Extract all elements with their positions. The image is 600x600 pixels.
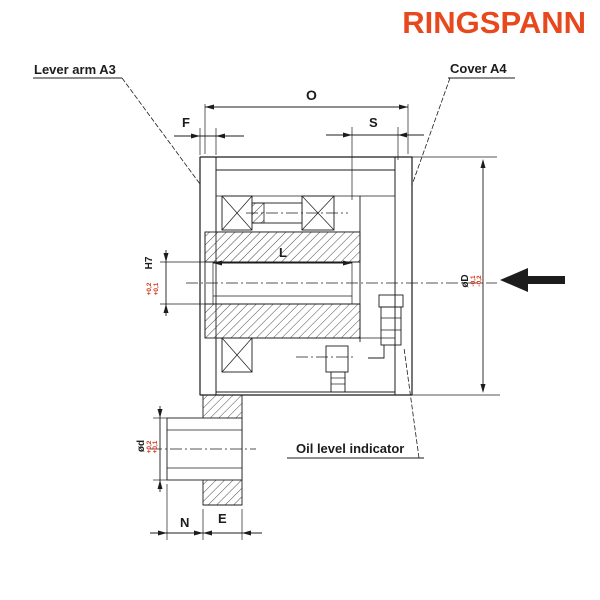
lever-arm-label: Lever arm A3 (34, 62, 116, 77)
outer-tolerance: -0,2 (476, 275, 483, 287)
bolt (246, 202, 348, 224)
shaft-section (150, 417, 256, 481)
housing-cavity (360, 196, 395, 342)
dim-bore: H7 +0,2 +0,1 (144, 250, 205, 316)
callout-oil-level: Oil level indicator (287, 347, 424, 459)
outer-tolerance: -0,1 (470, 275, 477, 287)
dim-O: O (204, 87, 409, 154)
dim-label-L: L (279, 245, 287, 260)
dim-label-E: E (218, 511, 227, 526)
dim-shaft-diameter: ød +0,2 +0,1 (136, 406, 167, 492)
shaft-tolerance: +0,2 (146, 440, 153, 453)
callout-cover: Cover A4 (411, 61, 515, 186)
bore-tolerance: +0,1 (153, 282, 160, 295)
dim-label-O: O (306, 87, 317, 103)
dim-outer-diameter: øD -0,1 -0,2 (412, 156, 500, 396)
oil-level-label: Oil level indicator (296, 441, 404, 456)
dim-label-S: S (369, 115, 378, 130)
oil-pipe (368, 345, 385, 359)
cover-label: Cover A4 (450, 61, 507, 76)
dim-L: L (213, 245, 352, 266)
dim-F: F (174, 115, 244, 155)
bearing-icon (221, 337, 253, 373)
dim-label-bore-fit: H7 (144, 256, 155, 269)
dim-label-N: N (180, 515, 189, 530)
ringspann-logo: RINGSPANN (402, 5, 586, 40)
callout-lever-arm: Lever arm A3 (33, 62, 201, 185)
bore-tolerance: +0,2 (146, 282, 153, 295)
dim-label-F: F (182, 115, 190, 130)
dim-label-outer-dia: øD (460, 274, 471, 287)
oil-sight-glass (368, 294, 404, 359)
drain-plug (330, 371, 346, 393)
bolt (296, 345, 356, 373)
dim-N-E: N E (150, 484, 262, 540)
direction-arrow-icon (500, 268, 565, 292)
cover-section (394, 156, 413, 396)
shaft-tolerance: +0,1 (152, 440, 159, 453)
housing-outline (199, 156, 413, 396)
dim-label-shaft-dia: ød (136, 440, 147, 452)
bearing-icon (221, 195, 253, 231)
hub-section (204, 196, 361, 342)
dim-S: S (326, 115, 424, 200)
